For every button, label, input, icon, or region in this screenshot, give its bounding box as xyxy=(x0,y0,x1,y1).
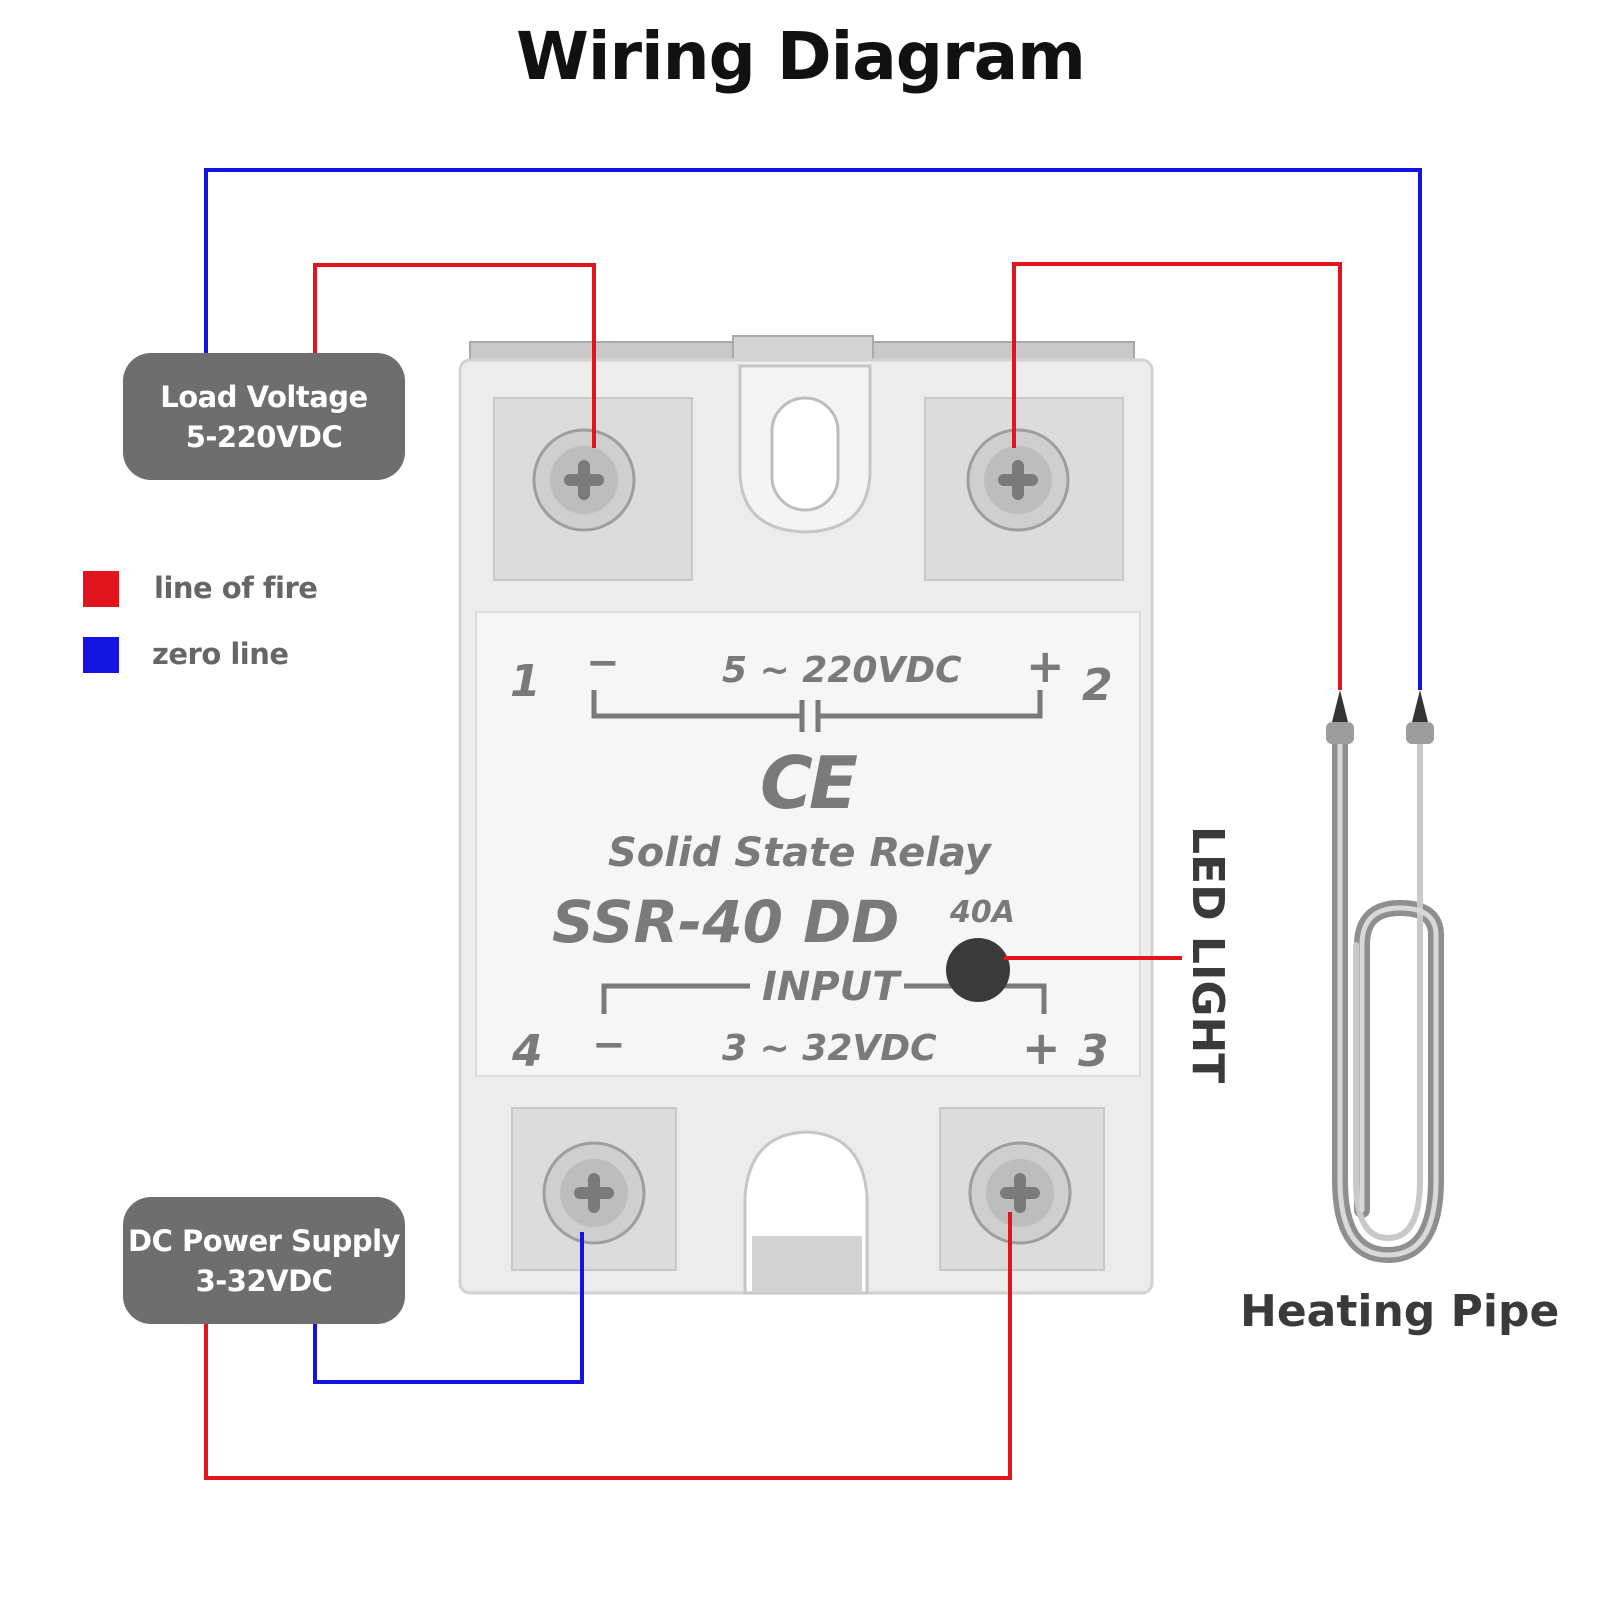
terminal-1-minus: − xyxy=(586,640,620,686)
relay-name: Solid State Relay xyxy=(608,830,993,876)
legend-swatch-zero xyxy=(83,637,119,673)
legend-swatch-fire xyxy=(83,571,119,607)
dc-power-title: DC Power Supply xyxy=(128,1223,400,1258)
heating-pipe-terminals xyxy=(1326,690,1434,744)
relay-current: 40A xyxy=(949,895,1015,930)
terminal-1-label: 1 xyxy=(510,656,541,707)
screw-icon-top-right xyxy=(966,428,1070,532)
relay-output-circuit xyxy=(591,690,1043,732)
load-voltage-box: Load Voltage 5-220VDC xyxy=(123,353,405,480)
diagram-title: Wiring Diagram xyxy=(516,18,1086,95)
terminal-3-plus: + xyxy=(1022,1021,1061,1075)
fire-line-dc xyxy=(204,1212,1012,1480)
dc-power-supply-box: DC Power Supply 3-32VDC xyxy=(123,1197,405,1324)
terminal-4-minus: − xyxy=(592,1022,626,1068)
terminal-4-label: 4 xyxy=(511,1026,543,1077)
led-indicator xyxy=(946,938,1010,1002)
load-voltage-title: Load Voltage xyxy=(160,379,368,414)
terminal-3-label: 3 xyxy=(1078,1026,1109,1077)
legend-label-fire: line of fire xyxy=(154,571,318,605)
load-voltage-value: 5-220VDC xyxy=(185,419,343,454)
heating-pipe-label: Heating Pipe xyxy=(1240,1286,1560,1337)
screw-icon-bottom-left xyxy=(542,1141,646,1245)
ce-mark: CE xyxy=(760,741,858,825)
legend-label-zero: zero line xyxy=(152,637,289,671)
top-voltage-label: 5 ~ 220VDC xyxy=(722,650,962,691)
terminal-2-plus: + xyxy=(1026,639,1065,693)
zero-line-dc xyxy=(313,1232,584,1384)
heating-pipe-icon xyxy=(1332,722,1444,1264)
fire-line-load xyxy=(313,263,596,448)
fire-line-heater xyxy=(1012,262,1342,690)
screw-icon-bottom-right xyxy=(968,1141,1072,1245)
led-light-label: LED LIGHT xyxy=(1182,826,1233,1084)
input-label: INPUT xyxy=(762,964,902,1010)
dc-power-value: 3-32VDC xyxy=(195,1263,333,1298)
bottom-voltage-label: 3 ~ 32VDC xyxy=(722,1028,937,1069)
screw-icon-top-left xyxy=(532,428,636,532)
relay-model: SSR-40 DD xyxy=(552,888,899,956)
zero-line-load xyxy=(204,168,1422,690)
terminal-2-label: 2 xyxy=(1082,660,1113,711)
wires xyxy=(204,168,1422,1480)
